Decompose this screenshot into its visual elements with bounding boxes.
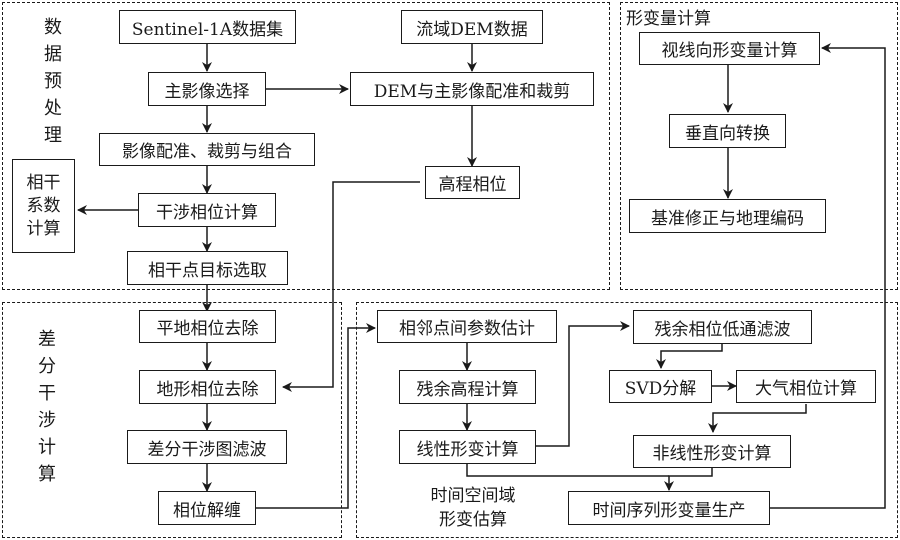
node-flat-phase: 平地相位去除 xyxy=(139,310,276,343)
node-timeseries: 时间序列形变量生产 xyxy=(568,491,770,525)
node-diff-filter: 差分干涉图滤波 xyxy=(127,430,287,464)
label-spatiotemporal-line2: 形变估算 xyxy=(439,510,507,530)
edge-unwrap-neighbor xyxy=(256,323,376,509)
node-interf-phase: 干涉相位计算 xyxy=(138,193,276,227)
label-deformation: 形变量计算 xyxy=(626,9,711,29)
node-master-select: 主影像选择 xyxy=(148,72,266,106)
node-coherent-points: 相干点目标选取 xyxy=(127,251,288,285)
label-differential: 差分干涉计算 xyxy=(38,329,56,485)
node-topo-phase: 地形相位去除 xyxy=(139,370,276,404)
region-preprocessing xyxy=(2,2,610,290)
node-neighbor-param: 相邻点间参数估计 xyxy=(377,310,557,343)
label-spatiotemporal-line1: 时间空间域 xyxy=(430,486,516,506)
node-baseline-geo: 基准修正与地理编码 xyxy=(629,199,826,233)
node-residual-lowpass: 残余相位低通滤波 xyxy=(633,310,812,344)
node-linear-deform: 线性形变计算 xyxy=(399,430,536,464)
region-differential xyxy=(2,302,342,538)
node-unwrap: 相位解缠 xyxy=(158,491,256,525)
node-coreg-crop: 影像配准、裁剪与组合 xyxy=(99,133,315,166)
node-svd: SVD分解 xyxy=(609,370,712,403)
edge-nonlinear-timeseries xyxy=(664,468,713,491)
node-atmos-phase: 大气相位计算 xyxy=(736,370,876,403)
edge-linear-lowpass xyxy=(535,321,630,447)
edge-elev-topo xyxy=(282,181,420,392)
node-sentinel: Sentinel-1A数据集 xyxy=(119,10,296,44)
region-spatiotemporal xyxy=(356,302,898,538)
region-deformation xyxy=(620,2,898,290)
node-los-deform: 视线向形变量计算 xyxy=(639,32,820,65)
node-dem-coreg: DEM与主影像配准和裁剪 xyxy=(350,72,594,106)
node-coherence: 相干系数计算 xyxy=(12,159,75,253)
edge-timeseries-los xyxy=(770,43,886,509)
node-nonlinear-deform: 非线性形变计算 xyxy=(633,435,791,468)
node-dem-data: 流域DEM数据 xyxy=(401,10,543,44)
label-spatiotemporal: 时间空间域 形变估算 xyxy=(418,484,528,532)
edge-atmos-nonlinear xyxy=(708,404,807,433)
node-vertical: 垂直向转换 xyxy=(669,114,786,148)
edge-lowpass-svd xyxy=(656,344,723,369)
node-residual-elev: 残余高程计算 xyxy=(399,370,536,404)
edge-linear-timeseries xyxy=(466,463,669,477)
label-preprocessing: 数据预处理 xyxy=(44,17,62,146)
node-elev-phase: 高程相位 xyxy=(425,166,520,199)
